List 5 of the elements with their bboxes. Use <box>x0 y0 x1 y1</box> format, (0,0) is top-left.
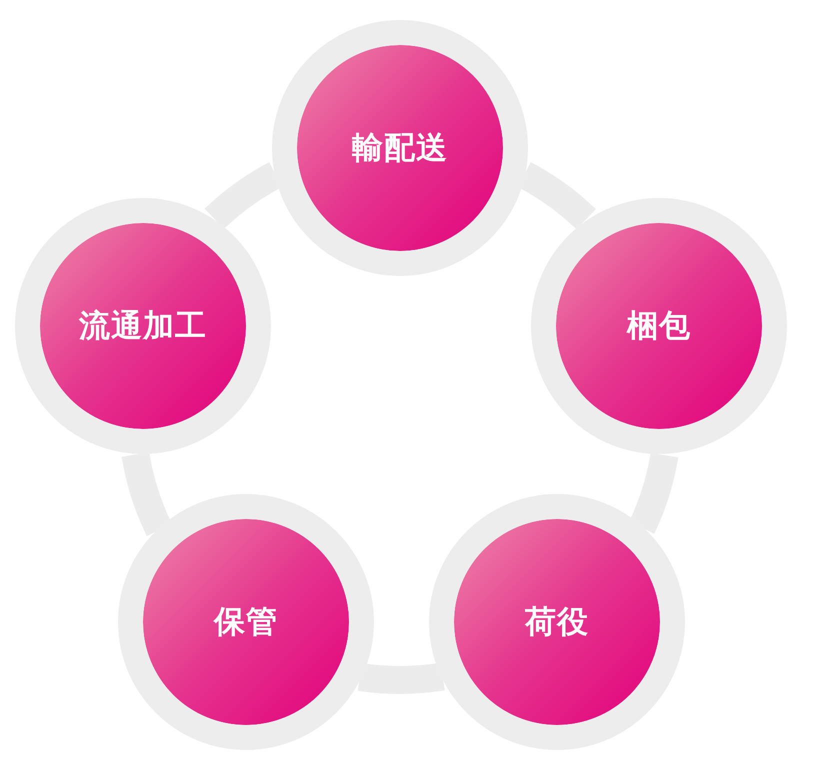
node-label: 流通加工 <box>79 307 207 346</box>
node-label: 梱包 <box>627 307 691 346</box>
node-label: 荷役 <box>525 603 589 642</box>
node-label: 輸配送 <box>352 129 448 168</box>
node-label: 保管 <box>214 603 278 642</box>
